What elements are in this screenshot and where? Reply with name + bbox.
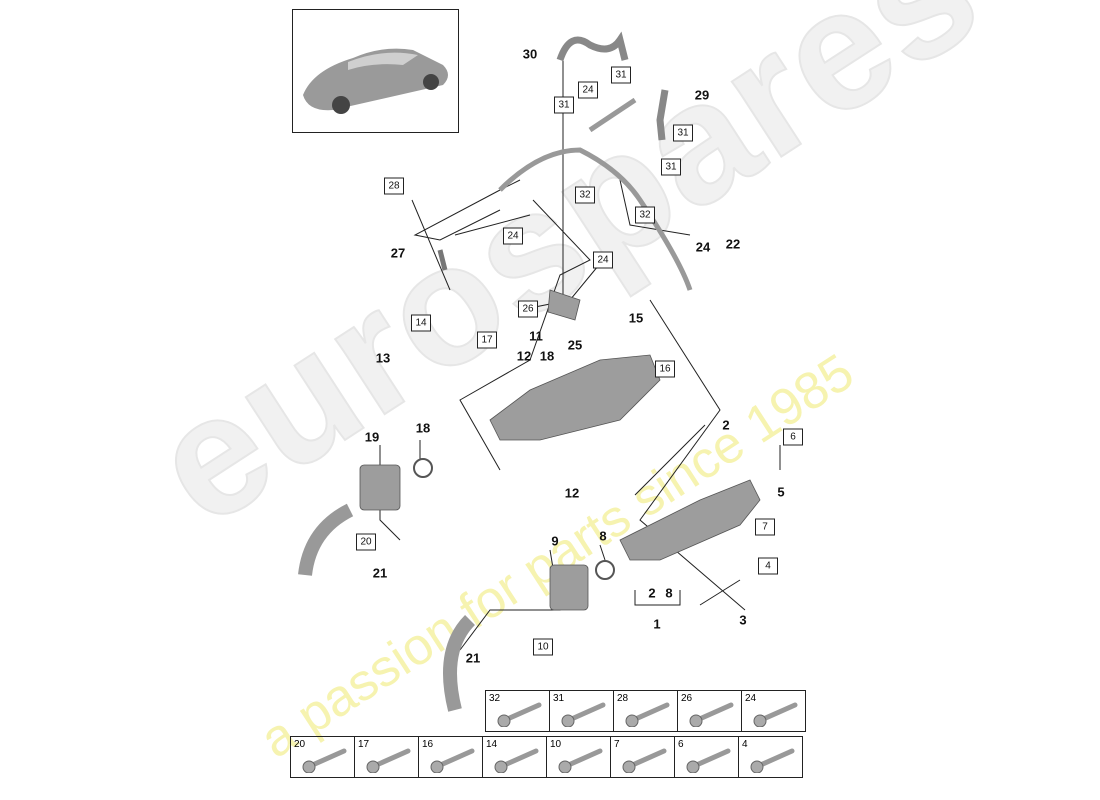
part-icon: [366, 748, 411, 773]
part-number: 32: [489, 693, 501, 704]
callout-label: 24: [578, 81, 598, 99]
callout-label: 29: [694, 87, 710, 103]
leader-lines: [379, 58, 781, 651]
parts-table-row2: 20 17 16 14 10 7 6 4: [290, 736, 803, 778]
callout-label: 11: [529, 328, 543, 344]
part-number: 24: [745, 693, 757, 704]
parts-table-cell: 32: [485, 690, 550, 732]
part-number: 7: [614, 739, 620, 750]
part-icon: [430, 748, 475, 773]
callout-label: 8: [665, 585, 673, 601]
part-icon: [622, 748, 667, 773]
callout-label: 27: [390, 245, 406, 261]
part-number: 26: [681, 693, 693, 704]
part-icon: [558, 748, 603, 773]
callout-label: 20: [356, 533, 376, 551]
callout-label: 3: [739, 612, 747, 628]
parts-table-cell: 24: [741, 690, 806, 732]
parts-table-cell: 4: [738, 736, 803, 778]
callout-label: 2: [722, 417, 730, 433]
parts-table-cell: 28: [613, 690, 678, 732]
part-icon: [494, 748, 539, 773]
part-number: 20: [294, 739, 306, 750]
callout-label: 8: [599, 528, 607, 544]
parts-table-cell: 7: [610, 736, 675, 778]
callout-label: 4: [758, 557, 778, 575]
callout-label: 19: [364, 429, 380, 445]
part-number: 4: [742, 739, 748, 750]
callout-label: 30: [522, 46, 538, 62]
parts-table-cell: 14: [482, 736, 547, 778]
callout-label: 25: [567, 337, 583, 353]
parts-shapes: [298, 31, 761, 712]
parts-table-cell: 26: [677, 690, 742, 732]
parts-table-cell: 31: [549, 690, 614, 732]
part-icon: [497, 702, 542, 727]
callout-label: 10: [533, 638, 553, 656]
callout-label: 12: [564, 485, 580, 501]
parts-table-cell: 10: [546, 736, 611, 778]
parts-table-row1: 32 31 28 26 24: [485, 690, 806, 732]
callout-label: 2: [648, 585, 656, 601]
callout-label: 32: [575, 186, 595, 204]
callout-label: 9: [551, 533, 559, 549]
callout-label: 31: [673, 124, 693, 142]
part-number: 17: [358, 739, 370, 750]
callout-label: 16: [655, 360, 675, 378]
parts-table-cell: 16: [418, 736, 483, 778]
callout-label: 7: [755, 518, 775, 536]
callout-label: 18: [539, 348, 555, 364]
parts-table-cell: 20: [290, 736, 355, 778]
callout-label: 31: [661, 158, 681, 176]
callout-label: 24: [593, 251, 613, 269]
part-icon: [302, 748, 347, 773]
part-icon: [561, 702, 606, 727]
callout-label: 28: [384, 177, 404, 195]
callout-label: 32: [635, 206, 655, 224]
callout-label: 31: [554, 96, 574, 114]
part-number: 16: [422, 739, 434, 750]
part-icon: [750, 748, 795, 773]
callout-label: 21: [372, 565, 388, 581]
callout-label: 15: [628, 310, 644, 326]
part-icon: [689, 702, 734, 727]
callout-label: 14: [411, 314, 431, 332]
callout-label: 24: [503, 227, 523, 245]
callout-label: 22: [725, 236, 741, 252]
callout-label: 5: [777, 484, 785, 500]
car-icon: [303, 48, 448, 114]
callout-label: 1: [653, 616, 661, 632]
part-icon: [625, 702, 670, 727]
callout-label: 21: [465, 650, 481, 666]
part-number: 10: [550, 739, 562, 750]
parts-table-cell: 6: [674, 736, 739, 778]
part-number: 31: [553, 693, 565, 704]
part-icon: [753, 702, 798, 727]
part-number: 6: [678, 739, 684, 750]
callout-label: 31: [611, 66, 631, 84]
parts-table-cell: 17: [354, 736, 419, 778]
callout-label: 6: [783, 428, 803, 446]
callout-label: 17: [477, 331, 497, 349]
part-number: 28: [617, 693, 629, 704]
callout-label: 13: [375, 350, 391, 366]
part-icon: [686, 748, 731, 773]
vehicle-thumbnail: [292, 9, 459, 133]
callout-label: 12: [516, 348, 532, 364]
part-number: 14: [486, 739, 498, 750]
callout-label: 24: [695, 239, 711, 255]
callout-label: 18: [415, 420, 431, 436]
callout-label: 26: [518, 300, 538, 318]
